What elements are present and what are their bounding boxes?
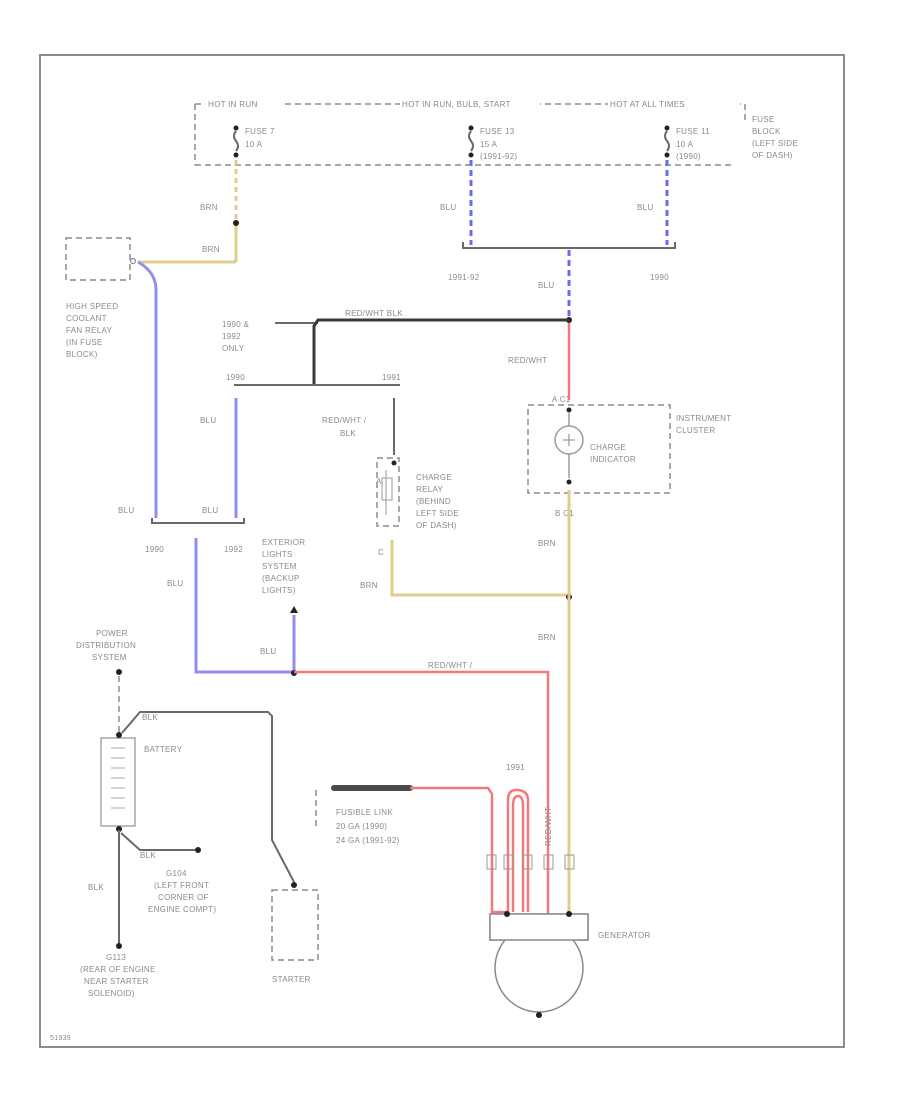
wire-blu-fan-relay bbox=[137, 260, 158, 518]
fuse-11-name: FUSE 11 bbox=[676, 127, 710, 136]
starter-label: STARTER bbox=[272, 975, 311, 984]
connector-4 bbox=[543, 854, 554, 870]
wire-blk-battery-to-starter bbox=[121, 711, 295, 883]
battery-label: BATTERY bbox=[144, 745, 183, 754]
fan-relay-box bbox=[65, 237, 131, 281]
blu-label-exterior: BLU bbox=[260, 647, 276, 656]
instrument-cluster: A C1 CHARGE INDICATOR INSTRUMENT CLUSTER… bbox=[527, 395, 734, 518]
blu-label-1990: BLU bbox=[200, 416, 216, 425]
year-select-bar-top bbox=[462, 242, 676, 249]
fan-relay-terminal bbox=[129, 257, 137, 265]
wire-red-wht-to-generator bbox=[294, 670, 550, 920]
fuse-7-rating: 10 A bbox=[245, 140, 263, 149]
g113-ground-icon bbox=[116, 943, 122, 949]
charge-indicator-label: CHARGE INDICATOR bbox=[590, 443, 636, 464]
connector-3 bbox=[522, 854, 533, 870]
wire-blu-to-exterior-lights bbox=[194, 538, 294, 674]
wire-brn-charge-relay bbox=[390, 540, 569, 597]
brn-label-relay: BRN bbox=[360, 581, 378, 590]
power-distribution-node bbox=[116, 669, 122, 675]
blu-label-low: BLU bbox=[167, 579, 183, 588]
connector-5 bbox=[564, 854, 575, 870]
fuse-11-rating: 10 A bbox=[676, 140, 694, 149]
cluster-pin-b-c1: B C1 bbox=[555, 509, 574, 518]
blk-label-g104: BLK bbox=[140, 851, 156, 860]
charge-relay-pin-c: C bbox=[378, 548, 384, 557]
hot-in-run-bulb-start-label: HOT IN RUN, BULB, START bbox=[402, 100, 511, 109]
hot-in-run-label: HOT IN RUN bbox=[208, 100, 258, 109]
blu-label-fuse11: BLU bbox=[637, 203, 653, 212]
wire-red-fusible-link bbox=[410, 786, 507, 914]
wire-red-1991-loop bbox=[506, 788, 530, 912]
fusible-link-label: FUSIBLE LINK 20 GA (1990) 24 GA (1991-92… bbox=[336, 808, 400, 845]
fuse-13: FUSE 13 15 A (1991-92) bbox=[468, 125, 517, 161]
generator-label: GENERATOR bbox=[598, 931, 651, 940]
diagram-frame bbox=[39, 54, 845, 1048]
fuse-13-name: FUSE 13 bbox=[480, 127, 515, 136]
blu-label-merged: BLU bbox=[538, 281, 554, 290]
generator: GENERATOR bbox=[489, 911, 651, 1018]
years-1990-1992-only-note: 1990 & 1992 ONLY bbox=[222, 320, 252, 353]
fan-relay-label: HIGH SPEED COOLANT FAN RELAY (IN FUSE BL… bbox=[66, 302, 121, 359]
fuse-7-name: FUSE 7 bbox=[245, 127, 275, 136]
red-wht-label-generator: RED/WHT / bbox=[428, 661, 473, 670]
fuse-11-note: (1990) bbox=[676, 152, 701, 161]
generator-ground-icon bbox=[536, 1012, 542, 1018]
year-1991-mid-label: 1991 bbox=[382, 373, 401, 382]
battery-case bbox=[100, 737, 136, 827]
blu-label-1990-low: BLU bbox=[202, 506, 218, 515]
starter-box bbox=[271, 889, 319, 961]
connector-1 bbox=[486, 854, 497, 870]
battery: BATTERY bbox=[100, 732, 183, 832]
blk-label-g113: BLK bbox=[88, 883, 104, 892]
g104-label: G104 (LEFT FRONT CORNER OF ENGINE COMPT) bbox=[148, 869, 216, 914]
fuse-13-note: (1991-92) bbox=[480, 152, 517, 161]
red-wht-blk-label-relay: RED/WHT / BLK bbox=[322, 416, 369, 438]
wire-red-1991-loop-inner bbox=[511, 794, 525, 912]
exterior-lights-connector-icon bbox=[290, 606, 298, 613]
g104-ground-icon bbox=[195, 847, 201, 853]
wire-red-wht-blk-1990-92 bbox=[312, 318, 569, 385]
blk-label-battery: BLK bbox=[142, 713, 158, 722]
blu-label-fan-relay: BLU bbox=[118, 506, 134, 515]
blu-label-fuse13: BLU bbox=[440, 203, 456, 212]
brn-label-generator: BRN bbox=[538, 633, 556, 642]
exterior-lights-label: EXTERIOR LIGHTS SYSTEM (BACKUP LIGHTS) bbox=[262, 538, 308, 595]
brn-label-cluster: BRN bbox=[538, 539, 556, 548]
year-1991-92-label: 1991-92 bbox=[448, 273, 480, 282]
year-1990-label: 1990 bbox=[650, 273, 669, 282]
charge-relay-label: CHARGE RELAY (BEHIND LEFT SIDE OF DASH) bbox=[416, 473, 462, 530]
fuse-11: FUSE 11 10 A (1990) bbox=[664, 125, 710, 161]
fuse-block-label: FUSE BLOCK (LEFT SIDE OF DASH) bbox=[752, 115, 801, 160]
starter-terminal bbox=[291, 882, 297, 888]
brn-label-fuse7: BRN bbox=[200, 203, 218, 212]
fuse-13-rating: 15 A bbox=[480, 140, 498, 149]
year-1990-low-label: 1990 bbox=[145, 545, 164, 554]
charge-relay-pin-a: A bbox=[376, 477, 382, 486]
brn-label-fan: BRN bbox=[202, 245, 220, 254]
power-distribution-label: POWER DISTRIBUTION SYSTEM bbox=[76, 629, 139, 662]
instrument-cluster-label: INSTRUMENT CLUSTER bbox=[676, 414, 734, 435]
figure-code: 51939 bbox=[50, 1035, 71, 1042]
year-select-bar-low bbox=[151, 518, 245, 524]
year-1992-low-label: 1992 bbox=[224, 545, 243, 554]
connector-2 bbox=[503, 854, 514, 870]
cluster-pin-a-c1: A C1 bbox=[552, 395, 571, 404]
year-1990-mid-label: 1990 bbox=[226, 373, 245, 382]
fuse-block: HOT IN RUN HOT IN RUN, BULB, START HOT A… bbox=[194, 100, 801, 166]
red-wht-label-cluster: RED/WHT bbox=[508, 356, 547, 365]
wire-blk-to-g104 bbox=[120, 832, 195, 851]
charge-relay: A CHARGE RELAY (BEHIND LEFT SIDE OF DASH… bbox=[376, 457, 462, 557]
red-wht-label-vertical: RED/WHT bbox=[544, 807, 553, 846]
year-1991-gen-label: 1991 bbox=[506, 763, 525, 772]
g113-label: G113 (REAR OF ENGINE NEAR STARTER SOLENO… bbox=[80, 953, 158, 998]
splice-fuse7 bbox=[233, 220, 239, 226]
red-wht-blk-label-top: RED/WHT BLK bbox=[345, 309, 403, 318]
fuse-7: FUSE 7 10 A bbox=[233, 125, 275, 158]
hot-at-all-times-label: HOT AT ALL TIMES bbox=[610, 100, 685, 109]
